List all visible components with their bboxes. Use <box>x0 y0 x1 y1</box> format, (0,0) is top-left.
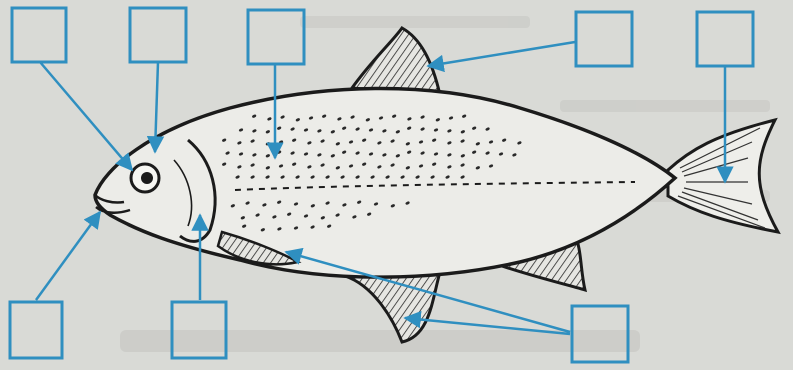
box-top-4[interactable] <box>576 12 632 66</box>
box-top-3[interactable] <box>248 10 304 64</box>
box-bottom-1[interactable] <box>10 302 62 358</box>
arrow-to-mouth <box>36 212 100 300</box>
pupil <box>141 172 153 184</box>
box-top-5[interactable] <box>697 12 753 66</box>
box-top-2[interactable] <box>130 8 186 62</box>
arrow-to-eye <box>40 62 132 170</box>
box-top-1[interactable] <box>12 8 66 62</box>
dorsal-fin <box>352 28 440 95</box>
arrow-to-dorsal-fin <box>428 42 575 66</box>
